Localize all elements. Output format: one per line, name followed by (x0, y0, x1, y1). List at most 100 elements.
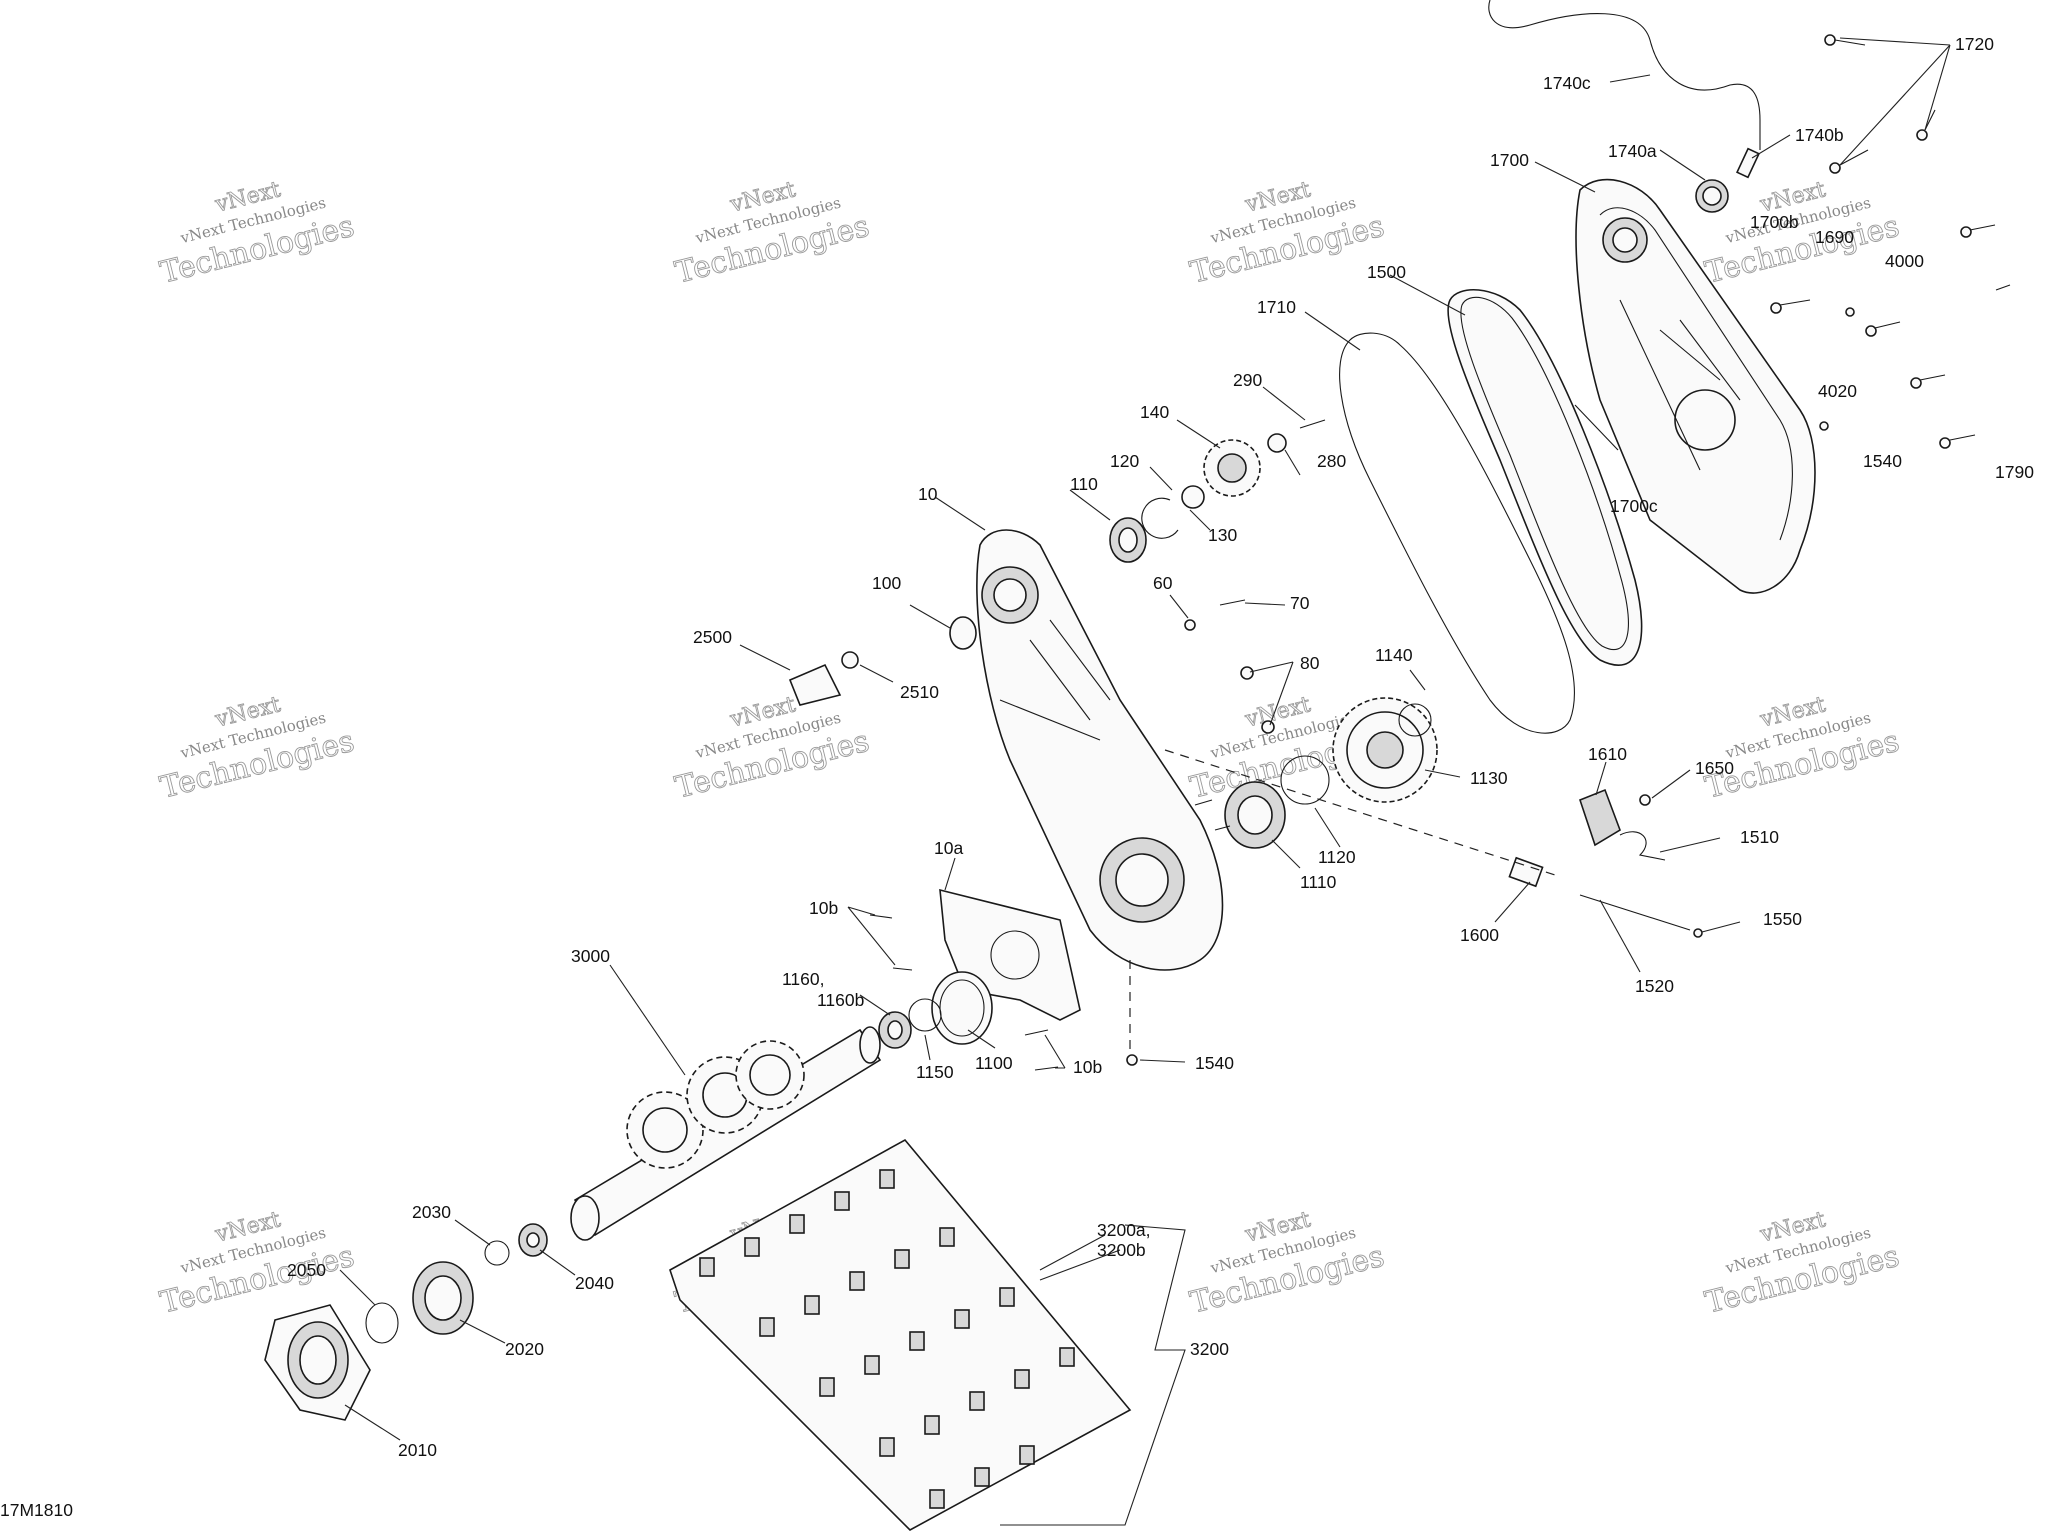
callout-label: 1740c (1543, 73, 1591, 93)
callout-label: 1790 (1995, 462, 2034, 482)
callout-label: 140 (1140, 402, 1169, 422)
connector-1740b (1736, 147, 1760, 179)
callout-label: 2030 (412, 1202, 451, 1222)
callout-label: 1550 (1763, 909, 1802, 929)
bracket-2500 (788, 663, 842, 706)
watermark: vNext vNext Technologies Technologies (156, 692, 358, 806)
callout-label: 1150 (916, 1062, 954, 1082)
callout-label: 1710 (1257, 297, 1296, 317)
callout-label: 1110 (1300, 872, 1337, 892)
callout-label: 1500 (1367, 262, 1406, 282)
seal-100 (949, 616, 977, 650)
watermark: vNext vNext Technologies Technologies (671, 177, 873, 291)
callout-label: 1650 (1695, 758, 1734, 778)
outer-cover-1700 (1575, 178, 1816, 594)
screw-10b-a (869, 914, 893, 919)
tensioner-1610 (1579, 788, 1621, 847)
diagram-id: 17M1810 (0, 1500, 73, 1520)
callout-label: 1700c (1610, 496, 1658, 516)
rod-1520 (1579, 894, 1691, 931)
bearing-housing-2010 (264, 1304, 371, 1421)
callout-label: 1740b (1795, 125, 1844, 145)
callout-label: 1700 (1490, 150, 1529, 170)
callout-label: 1600 (1460, 925, 1499, 945)
clip-1650 (1639, 794, 1651, 806)
callout-label: 1610 (1588, 744, 1627, 764)
adjuster-1600 (1508, 856, 1544, 888)
callout-label: 1160, (782, 969, 825, 989)
callout-label: 1120 (1318, 847, 1356, 867)
bolt-80b (1261, 720, 1275, 734)
callout-label: 10 (918, 484, 938, 504)
axis-line-1 (1164, 749, 1556, 876)
bearing-2040 (518, 1223, 548, 1257)
callout-label: 3200b (1097, 1240, 1146, 1260)
callout-labels: 1720 1740c 1740a 1740b 1700 1700b 1690 4… (287, 34, 2034, 1460)
callout-label: 3200 (1190, 1339, 1229, 1359)
sprocket-1130 (1332, 697, 1438, 803)
callout-label: 1130 (1470, 768, 1508, 788)
watermark: vNext vNext Technologies Technologies (1186, 177, 1388, 291)
drive-shaft-3000 (570, 1026, 882, 1241)
callout-label: 110 (1070, 474, 1098, 494)
ring-1550 (1693, 928, 1703, 938)
screw-10b-d (1034, 1066, 1059, 1071)
watermark: vNext vNext Technologies Technologies (671, 692, 873, 806)
callout-label: 1540 (1195, 1053, 1234, 1073)
callout-label: 280 (1317, 451, 1346, 471)
watermark: vNext vNext Technologies Technologies (1701, 692, 1903, 806)
callout-label: 1520 (1635, 976, 1674, 996)
callout-label: 80 (1300, 653, 1320, 673)
callout-label: 2040 (575, 1273, 614, 1293)
screw-10b-c (1024, 1029, 1049, 1036)
callout-label: 10b (1073, 1057, 1102, 1077)
nut-2510 (841, 651, 859, 669)
callout-label: 1510 (1740, 827, 1779, 847)
bearing-110 (1109, 517, 1147, 563)
callout-label: 2500 (693, 627, 732, 647)
callout-label: 4000 (1885, 251, 1924, 271)
circlip-120 (1141, 497, 1179, 539)
callout-label: 1160b (817, 990, 864, 1010)
ring-130 (1181, 485, 1205, 509)
callout-label: 120 (1110, 451, 1139, 471)
o-ring-1700c (1574, 404, 1619, 451)
callout-label: 1100 (975, 1053, 1013, 1073)
callout-label: 1720 (1955, 34, 1994, 54)
bearing-2020 (412, 1261, 474, 1335)
nut-60 (1184, 619, 1196, 631)
chaincase-10 (976, 529, 1224, 971)
nut-1540b (1126, 1054, 1138, 1066)
bearing-1110 (1224, 781, 1286, 849)
leader-lines (339, 37, 1951, 1526)
wire-harness-1740c (1488, 0, 1761, 150)
bolt-80a (1240, 666, 1254, 680)
callout-label: 130 (1208, 525, 1237, 545)
circlip-1140 (1398, 703, 1432, 737)
watermark: vNext vNext Technologies Technologies (156, 1207, 358, 1321)
bolt-290 (1299, 419, 1326, 429)
washer-280 (1267, 433, 1287, 453)
pin-dowel (1194, 799, 1231, 831)
circlip-2030 (484, 1240, 510, 1266)
callout-label: 100 (872, 573, 901, 593)
bearing-1160 (878, 1011, 912, 1049)
callout-label: 2050 (287, 1260, 326, 1280)
watermark: vNext vNext Technologies Technologies (156, 177, 358, 291)
circlip-2050 (365, 1302, 399, 1344)
callout-label: 2010 (398, 1440, 437, 1460)
callout-label: 1700b (1750, 212, 1799, 232)
bolt-70 (1219, 599, 1246, 606)
parts-artwork (264, 0, 2011, 1531)
callout-label: 1690 (1815, 227, 1854, 247)
circlip-1120 (1280, 755, 1330, 805)
callout-label: 1740a (1608, 141, 1657, 161)
callout-label: 10b (809, 898, 838, 918)
gasket-1710 (1339, 332, 1576, 734)
callout-label: 1140 (1375, 645, 1413, 665)
callout-label: 290 (1233, 370, 1262, 390)
sprocket-140 (1203, 439, 1261, 497)
screw-10b-b (892, 967, 913, 971)
callout-label: 60 (1153, 573, 1173, 593)
